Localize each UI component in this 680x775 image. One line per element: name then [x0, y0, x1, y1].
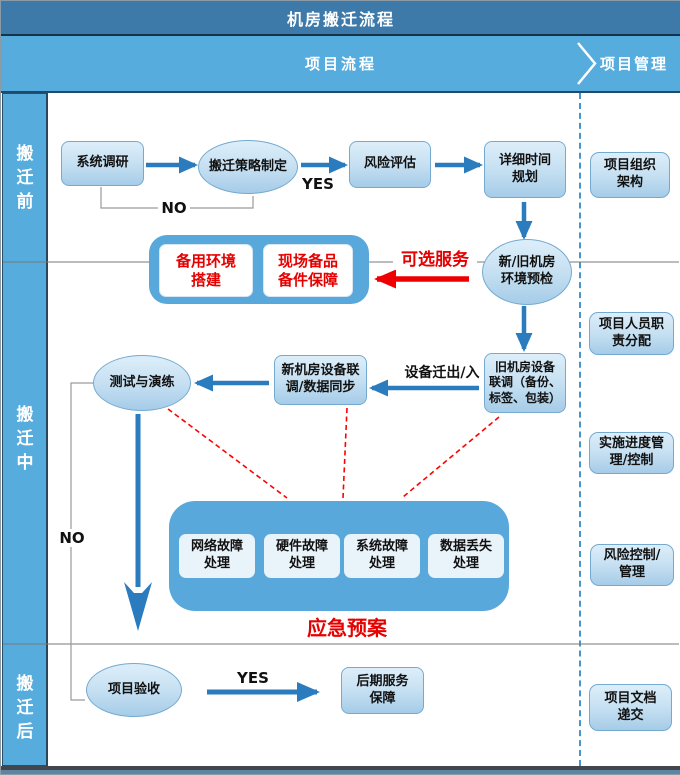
node-risk-assessment: 风险评估: [349, 141, 431, 188]
node-old-room: 旧机房设备 联调（备份、 标签、包装）: [484, 353, 566, 413]
node-post-service: 后期服务 保障: [341, 667, 424, 714]
phase-before: 搬 迁 前: [16, 144, 34, 212]
bottom-bar-dark: [1, 766, 680, 770]
node-acceptance: 项目验收: [86, 663, 182, 717]
lane-header: 项目流程 项目管理: [1, 36, 680, 93]
card-hardware-failure: 硬件故障 处理: [264, 534, 340, 578]
card-system-failure: 系统故障 处理: [344, 534, 420, 578]
node-env-precheck: 新/旧机房 环境预检: [482, 239, 572, 305]
label-optional-service: 可选服务: [393, 245, 477, 270]
lane-divider: [579, 93, 581, 766]
mgmt-doc-delivery: 项目文档 递交: [589, 684, 672, 731]
node-system-research: 系统调研: [61, 141, 144, 186]
arrow-test-to-acceptance: [124, 414, 152, 631]
node-strategy: 搬迁策略制定: [198, 140, 298, 194]
label-yes-bottom: YES: [237, 669, 269, 687]
mgmt-risk-control: 风险控制/ 管理: [590, 544, 674, 586]
card-spare-parts: 现场备品 备件保障: [263, 244, 353, 297]
phase-sidebar: [2, 93, 48, 766]
label-no-mid: NO: [56, 529, 88, 547]
mgmt-progress-control: 实施进度管 理/控制: [589, 432, 674, 474]
lane-project-process: 项目流程: [304, 55, 377, 73]
label-emergency-plan: 应急预案: [307, 616, 387, 640]
phase-after: 搬 迁 后: [16, 674, 34, 742]
page-title: 机房搬迁流程: [1, 1, 680, 36]
bottom-bar-blue: [1, 770, 680, 774]
label-no-top: NO: [158, 199, 190, 217]
mgmt-staff-duty: 项目人员职 责分配: [589, 312, 674, 355]
lane-project-management: 项目管理: [600, 55, 669, 73]
node-new-room: 新机房设备联 调/数据同步: [274, 355, 367, 405]
node-schedule: 详细时间 规划: [484, 141, 566, 198]
chevron-right-icon: [577, 42, 597, 85]
label-device-move: 设备迁出/入: [404, 365, 480, 381]
card-data-loss: 数据丢失 处理: [428, 534, 504, 578]
card-network-failure: 网络故障 处理: [179, 534, 255, 578]
card-backup-environment: 备用环境 搭建: [159, 244, 253, 297]
emergency-dashed-links: [167, 407, 500, 499]
label-yes-top: YES: [302, 175, 334, 193]
phase-during: 搬 迁 中: [16, 405, 34, 473]
node-test-drill: 测试与演练: [93, 355, 191, 411]
mgmt-org-structure: 项目组织 架构: [590, 152, 670, 198]
